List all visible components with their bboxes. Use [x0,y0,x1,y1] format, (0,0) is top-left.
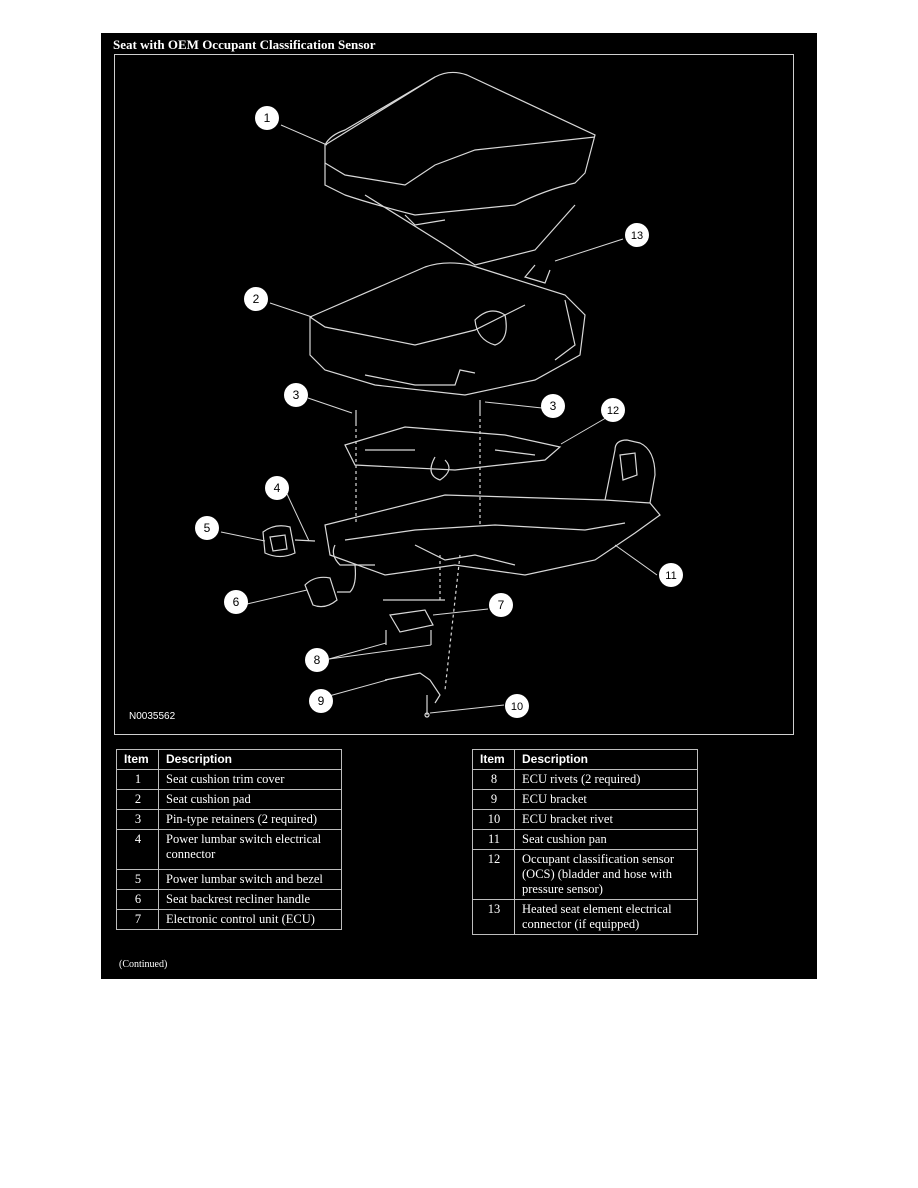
item-description: Seat cushion trim cover [158,769,342,790]
exploded-seat-diagram: 1 13 2 3 3 12 4 5 11 6 7 8 9 10 N0035562 [114,54,794,735]
figure-title: Seat with OEM Occupant Classification Se… [113,37,376,52]
ocs-bladder-drawing [344,426,562,481]
item-description: ECU bracket rivet [514,809,698,830]
callout-9: 9 [309,689,333,713]
svg-text:3: 3 [293,388,300,402]
figure-id: N0035562 [129,711,176,722]
item-number: 3 [116,809,159,830]
description-header: Description [514,749,698,770]
callout-6: 6 [224,590,248,614]
pin-retainers-drawing [355,400,481,525]
svg-text:10: 10 [511,701,523,713]
ecu-bracket-drawing [384,554,461,704]
item-description: Power lumbar switch and bezel [158,869,342,890]
item-number: 4 [116,829,159,870]
description-header: Description [158,749,342,770]
ecu-drawing [383,555,445,633]
seat-cushion-pad-drawing [309,262,586,396]
item-number: 6 [116,889,159,910]
callout-13: 13 [625,223,649,247]
svg-text:1: 1 [264,111,271,125]
seat-cushion-pan-drawing [324,439,661,576]
item-number: 9 [472,789,515,810]
callout-5: 5 [195,516,219,540]
svg-text:13: 13 [631,230,643,242]
item-description: ECU bracket [514,789,698,810]
recliner-handle-drawing [304,564,357,608]
item-header: Item [116,749,159,770]
svg-text:7: 7 [498,598,505,612]
ecu-bracket-rivet-drawing [424,695,430,718]
item-number: 8 [472,769,515,790]
item-number: 5 [116,869,159,890]
item-number: 7 [116,909,159,930]
callout-markers: 1 13 2 3 3 12 4 5 11 6 7 8 9 10 [195,106,683,718]
item-description: Seat backrest recliner handle [158,889,342,910]
item-description: Pin-type retainers (2 required) [158,809,342,830]
callout-11: 11 [659,563,683,587]
table-header-row: Item Description [472,749,698,770]
svg-text:5: 5 [204,521,211,535]
seat-cushion-trim-cover-drawing [324,71,596,284]
item-description: Heated seat element electrical connector… [514,899,698,935]
item-number: 12 [472,849,515,900]
svg-text:4: 4 [274,481,281,495]
svg-text:11: 11 [665,570,676,582]
figure-panel: Seat with OEM Occupant Classification Se… [101,33,817,979]
callout-10: 10 [505,694,529,718]
seat-exploded-view: 1 13 2 3 3 12 4 5 11 6 7 8 9 10 [195,71,683,718]
item-description: Power lumbar switch electrical connector [158,829,342,870]
item-number: 1 [116,769,159,790]
item-number: 10 [472,809,515,830]
item-description: Seat cushion pan [514,829,698,850]
callout-1: 1 [255,106,279,130]
callout-2: 2 [244,287,268,311]
item-description: Electronic control unit (ECU) [158,909,342,930]
item-number: 13 [472,899,515,935]
svg-text:12: 12 [607,405,619,417]
svg-text:6: 6 [233,595,240,609]
item-description: Seat cushion pad [158,789,342,810]
callout-3-left: 3 [284,383,308,407]
callout-12: 12 [601,398,625,422]
svg-text:9: 9 [318,694,325,708]
callout-4: 4 [265,476,289,500]
continued-note: (Continued) [119,959,168,970]
item-header: Item [472,749,515,770]
callout-leaders [220,124,658,714]
item-number: 2 [116,789,159,810]
callout-7: 7 [489,593,513,617]
svg-text:8: 8 [314,653,321,667]
item-number: 11 [472,829,515,850]
svg-text:2: 2 [253,292,260,306]
item-description: Occupant classification sensor (OCS) (bl… [514,849,698,900]
ecu-rivets-drawing [385,630,432,645]
callout-3-right: 3 [541,394,565,418]
table-header-row: Item Description [116,749,342,770]
power-lumbar-switch-drawing [262,525,316,558]
item-description: ECU rivets (2 required) [514,769,698,790]
svg-text:3: 3 [550,399,557,413]
callout-8: 8 [305,648,329,672]
